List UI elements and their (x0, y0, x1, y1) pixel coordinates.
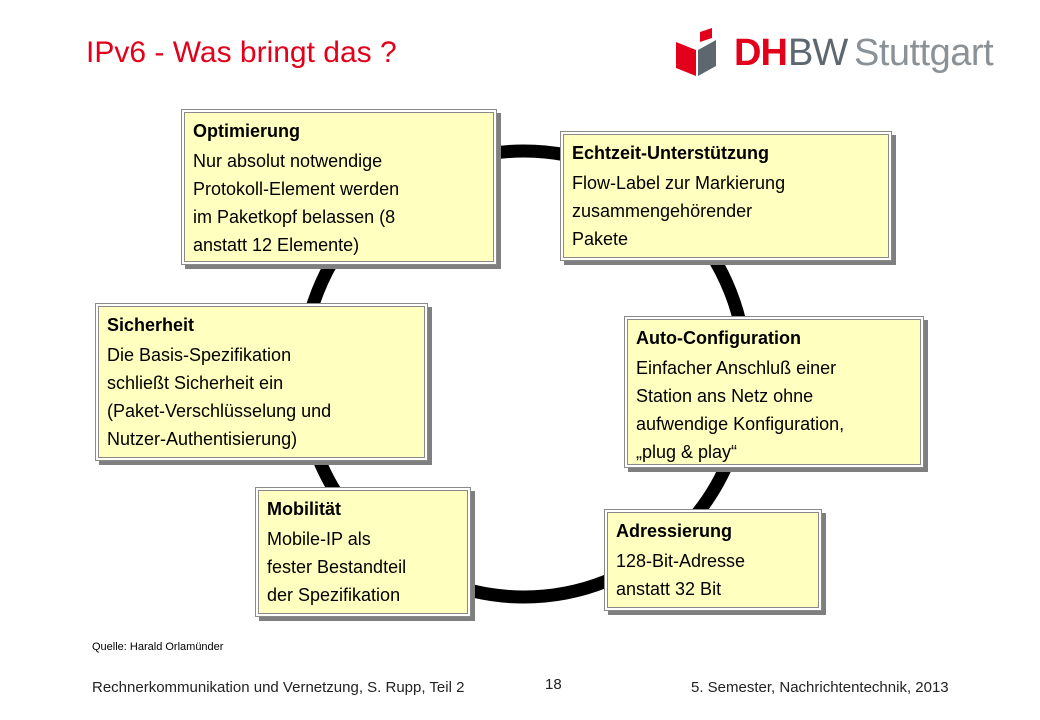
box-adressierung: Adressierung 128-Bit-Adresse anstatt 32 … (607, 512, 819, 608)
logo-bw: BW (788, 32, 848, 74)
box-autoconfig-text: Einfacher Anschluß einer Station ans Net… (636, 358, 845, 462)
box-autoconfig: Auto-Configuration Einfacher Anschluß ei… (627, 319, 921, 465)
logo-dh: DH (734, 32, 788, 74)
slide-title: IPv6 - Was bringt das ? (86, 36, 397, 69)
box-echtzeit: Echtzeit-Unterstützung Flow-Label zur Ma… (563, 134, 889, 258)
box-autoconfig-heading: Auto-Configuration (636, 328, 801, 348)
box-sicherheit-text: Die Basis-Spezifikation schließt Sicherh… (107, 345, 332, 449)
box-optimierung-heading: Optimierung (193, 121, 300, 141)
box-sicherheit: Sicherheit Die Basis-Spezifikation schli… (98, 306, 425, 458)
logo-city: Stuttgart (854, 32, 994, 74)
box-adressierung-heading: Adressierung (616, 521, 733, 541)
box-mobilitaet: Mobilität Mobile-IP als fester Bestandte… (258, 490, 468, 614)
box-mobilitaet-text: Mobile-IP als fester Bestandteil der Spe… (267, 529, 407, 605)
box-mobilitaet-heading: Mobilität (267, 499, 341, 519)
page-number: 18 (545, 676, 562, 693)
dhbw-logo: DH BW Stuttgart (672, 28, 994, 84)
box-adressierung-text: 128-Bit-Adresse anstatt 32 Bit (616, 551, 746, 599)
source-note: Quelle: Harald Orlamünder (92, 641, 224, 653)
box-echtzeit-text: Flow-Label zur Markierung zusammengehöre… (572, 173, 786, 249)
box-sicherheit-heading: Sicherheit (107, 315, 195, 335)
box-optimierung: Optimierung Nur absolut notwendige Proto… (184, 112, 494, 262)
footer-semester: 5. Semester, Nachrichtentechnik, 2013 (691, 679, 949, 696)
footer-course: Rechnerkommunikation und Vernetzung, S. … (92, 679, 465, 696)
dhbw-logo-icon (676, 28, 716, 76)
box-echtzeit-heading: Echtzeit-Unterstützung (572, 143, 769, 163)
box-optimierung-text: Nur absolut notwendige Protokoll-Element… (193, 151, 400, 255)
